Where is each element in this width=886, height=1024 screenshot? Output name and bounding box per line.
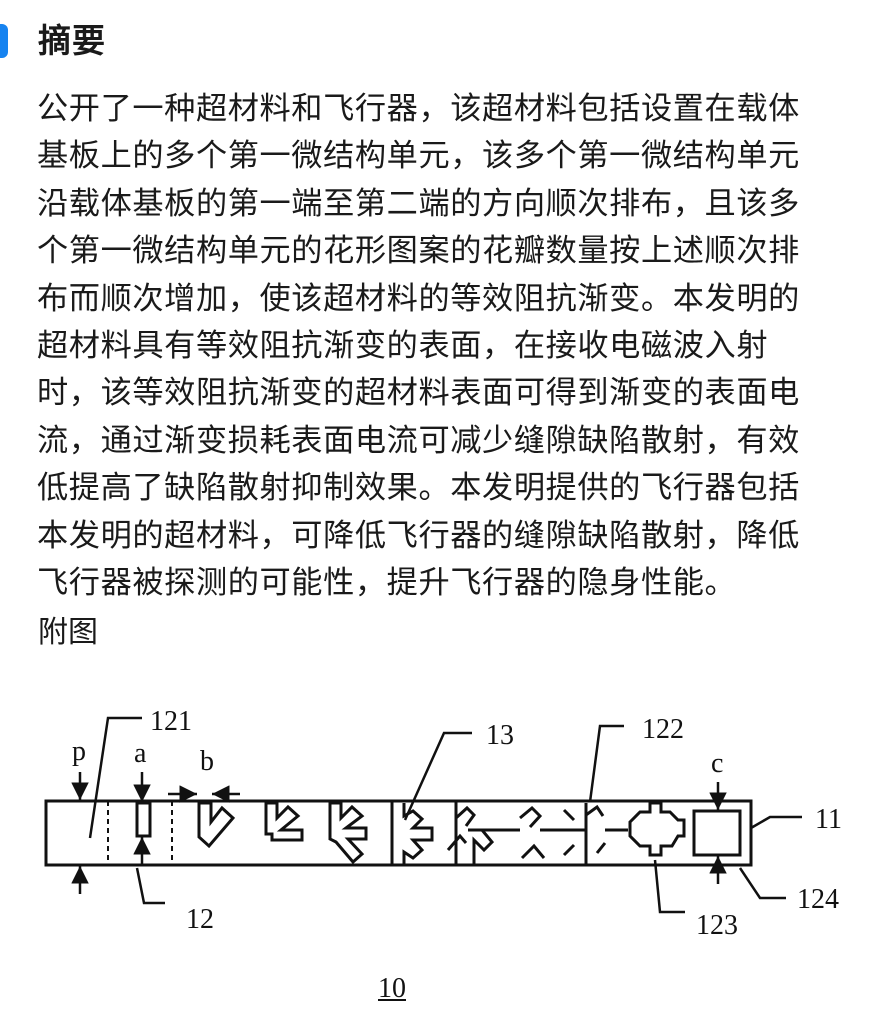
leader-12 [135, 867, 165, 905]
figure-label: 附图 [38, 615, 98, 650]
petal-unit-2 [264, 801, 304, 842]
petal-unit-1 [197, 801, 236, 849]
leader-122 [588, 724, 624, 803]
abstract-line: 时，该等效阻抗渐变的超材料表面可得到渐变的表面电 [37, 375, 800, 412]
label-122: 122 [642, 714, 684, 745]
figure-caption: 10 [378, 973, 406, 1004]
abstract-line: 个第一微结构单元的花形图案的花瓣数量按上述顺次排 [37, 233, 800, 270]
abstract-text: 公开了一种超材料和飞行器，该超材料包括设置在载体 基板上的多个第一微结构单元，该… [37, 86, 855, 607]
abstract-line: 布而顺次增加，使该超材料的等效阻抗渐变。本发明的 [37, 280, 800, 317]
label-123: 123 [696, 910, 738, 941]
section-title: 摘要 [38, 21, 106, 60]
petal-chain-mid [446, 801, 628, 865]
abstract-line: 飞行器被探测的可能性，提升飞行器的隐身性能。 [37, 565, 737, 602]
abstract-line: 公开了一种超材料和飞行器，该超材料包括设置在载体 [37, 91, 800, 127]
label-a: a [134, 738, 147, 769]
abstract-line: 本发明的超材料，可降低飞行器的缝隙缺陷散射，降低 [37, 517, 800, 554]
patent-figure[interactable]: 121 p a b 13 122 c 11 12 124 123 [0, 690, 886, 1024]
label-11: 11 [815, 804, 842, 835]
abstract-line: 基板上的多个第一微结构单元，该多个第一微结构单元 [37, 138, 800, 175]
label-121: 121 [150, 706, 192, 737]
metamaterial-diagram: 121 p a b 13 122 c 11 12 124 123 [44, 706, 842, 941]
petal-chain-13 [390, 801, 434, 865]
leader-11 [750, 815, 802, 830]
carrier-substrate [44, 799, 753, 867]
abstract-line: 沿载体基板的第一端至第二端的方向顺次排布，且该多 [37, 185, 800, 222]
petal-unit-123 [628, 801, 686, 857]
label-b: b [200, 746, 214, 777]
petal-unit-3 [328, 801, 368, 865]
leader-13 [403, 731, 472, 821]
section-accent-marker [0, 24, 8, 58]
abstract-line: 低提高了缺陷散射抑制效果。本发明提供的飞行器包括 [37, 470, 800, 507]
unit-124-square [692, 809, 742, 857]
label-c: c [711, 748, 723, 779]
leader-124 [738, 867, 786, 900]
abstract-line: 流，通过渐变损耗表面电流可减少缝隙缺陷散射，有效 [37, 422, 800, 459]
unit-12-rect [135, 801, 152, 838]
leader-121 [88, 716, 142, 839]
abstract-line: 超材料具有等效阻抗渐变的表面，在接收电磁波入射 [37, 328, 769, 365]
leader-123 [653, 859, 685, 914]
label-124: 124 [797, 884, 839, 915]
label-13: 13 [486, 720, 514, 751]
label-p: p [72, 736, 86, 767]
label-12: 12 [186, 904, 214, 935]
